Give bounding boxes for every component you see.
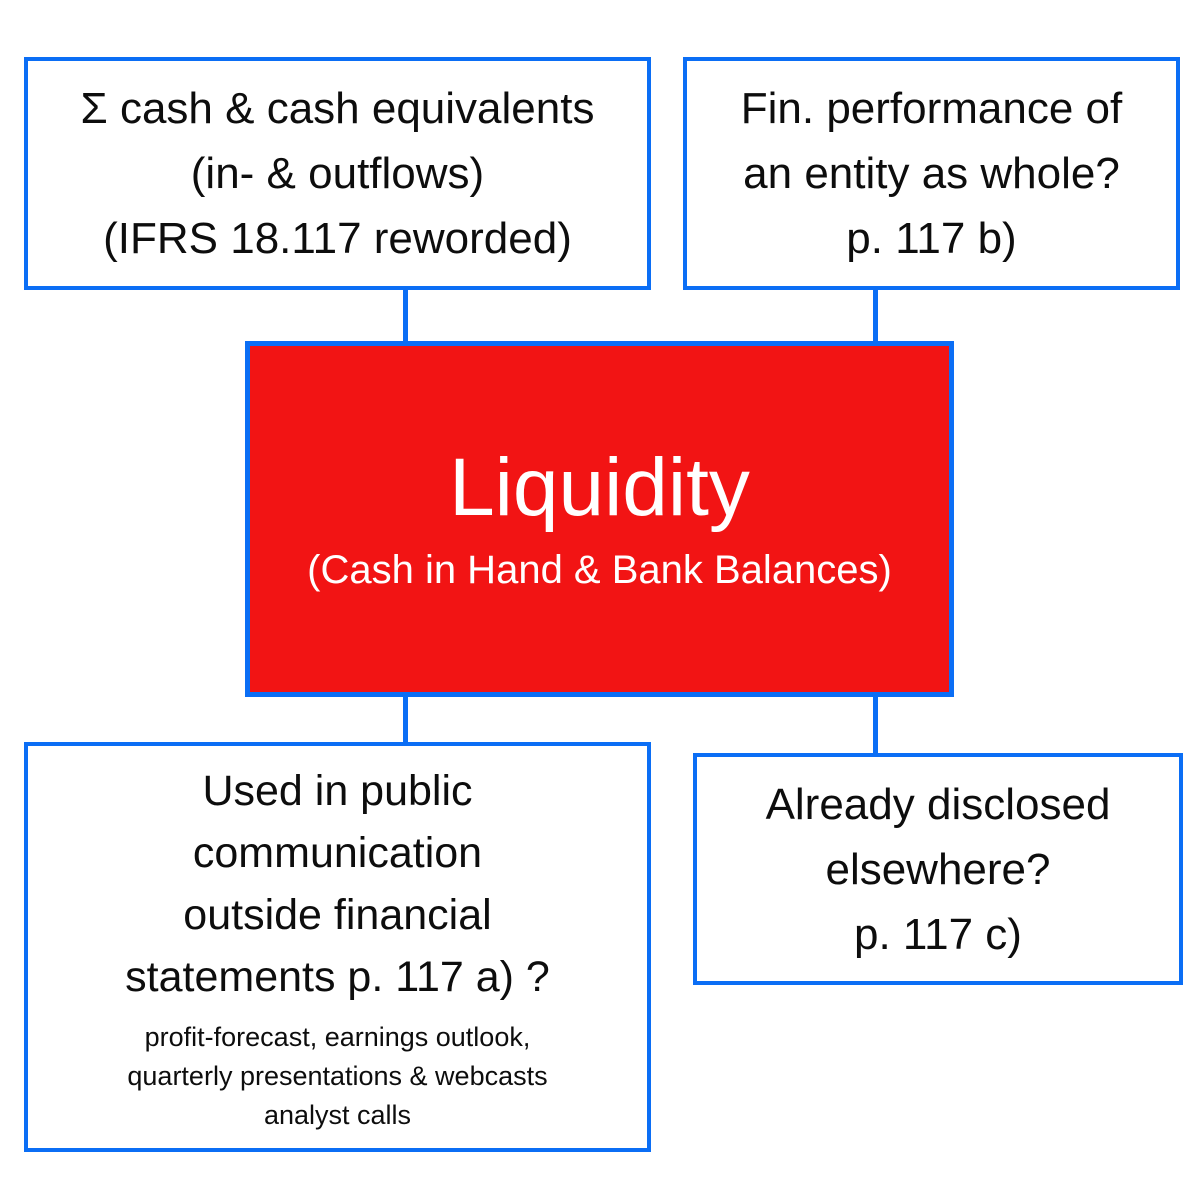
connector-center-to-bottomright bbox=[873, 694, 878, 756]
connector-topright-to-center bbox=[873, 288, 878, 344]
box-cash-equivalents-text: Σ cash & cash equivalents (in- & outflow… bbox=[80, 84, 595, 263]
box-liquidity-center: Liquidity (Cash in Hand & Bank Balances) bbox=[245, 341, 954, 697]
liquidity-subtitle: (Cash in Hand & Bank Balances) bbox=[307, 547, 892, 592]
liquidity-title: Liquidity bbox=[449, 442, 750, 534]
box-cash-equivalents: Σ cash & cash equivalents (in- & outflow… bbox=[24, 57, 651, 290]
box-public-communication: Used in public communication outside fin… bbox=[24, 742, 651, 1152]
box-financial-performance-text: Fin. performance of an entity as whole? … bbox=[740, 84, 1123, 263]
box-already-disclosed-text: Already disclosed elsewhere? p. 117 c) bbox=[765, 779, 1111, 959]
box-public-communication-text: Used in public communication outside fin… bbox=[125, 766, 550, 1001]
box-financial-performance: Fin. performance of an entity as whole? … bbox=[683, 57, 1180, 290]
connector-topleft-to-center bbox=[403, 288, 408, 344]
box-public-communication-examples: profit-forecast, earnings outlook, quart… bbox=[127, 1021, 548, 1130]
connector-center-to-bottomleft bbox=[403, 694, 408, 746]
box-already-disclosed: Already disclosed elsewhere? p. 117 c) bbox=[693, 753, 1183, 985]
